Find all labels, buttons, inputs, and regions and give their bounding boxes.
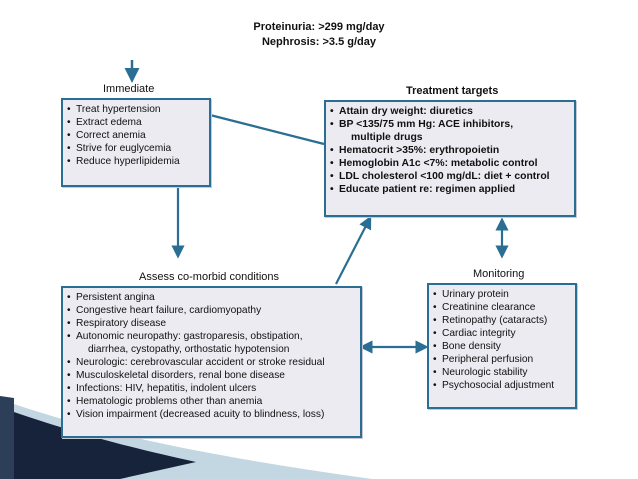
diagram-header: Proteinuria: >299 mg/day Nephrosis: >3.5…: [0, 20, 638, 50]
list-item: •Musculoskeletal disorders, renal bone d…: [67, 370, 285, 381]
header-proteinuria: Proteinuria: >299 mg/day: [253, 21, 385, 33]
list-item: •Cardiac integrity: [433, 328, 516, 339]
list-item-continuation: diarrhea, cystopathy, orthostatic hypote…: [88, 344, 290, 355]
list-item: •Congestive heart failure, cardiomyopath…: [67, 305, 262, 316]
list-item: •Neurologic stability: [433, 367, 528, 378]
monitoring-box: •Urinary protein •Creatinine clearance •…: [427, 283, 577, 409]
list-item: •Bone density: [433, 341, 501, 352]
list-item: •Hematocrit >35%: erythropoietin: [330, 145, 500, 156]
list-item: •Peripheral perfusion: [433, 354, 534, 365]
list-item: •Neurologic: cerebrovascular accident or…: [67, 357, 325, 368]
line-immediate-to-targets: [209, 113, 325, 146]
list-item: •Urinary protein: [433, 289, 509, 300]
arrow-comorbid-to-targets: [335, 215, 372, 285]
monitoring-title: Monitoring: [473, 268, 525, 280]
treatment-targets-box: •Attain dry weight: diuretics •BP <135/7…: [324, 100, 576, 217]
list-item: •LDL cholesterol <100 mg/dL: diet + cont…: [330, 171, 550, 182]
slide-swoosh-decoration: [0, 396, 14, 479]
immediate-title: Immediate: [103, 83, 155, 95]
list-item: •Correct anemia: [67, 130, 146, 141]
list-item: •Extract edema: [67, 117, 142, 128]
list-item: •BP <135/75 mm Hg: ACE inhibitors,multip…: [330, 118, 570, 144]
list-item: •Treat hypertension: [67, 104, 161, 115]
list-item: •Infections: HIV, hepatitis, indolent ul…: [67, 383, 257, 394]
list-item: •Persistent angina: [67, 292, 155, 303]
list-item: •Attain dry weight: diuretics: [330, 106, 473, 117]
list-item: •Hematologic problems other than anemia: [67, 396, 263, 407]
list-item-continuation: multiple drugs: [351, 132, 423, 143]
list-item: •Educate patient re: regimen applied: [330, 184, 516, 195]
list-item: •Retinopathy (cataracts): [433, 315, 548, 326]
targets-title: Treatment targets: [406, 85, 499, 97]
list-item: •Hemoglobin A1c <7%: metabolic control: [330, 158, 538, 169]
list-item: •Vision impairment (decreased acuity to …: [67, 409, 325, 420]
list-item: •Autonomic neuropathy: gastroparesis, ob…: [67, 330, 356, 356]
list-item: •Reduce hyperlipidemia: [67, 156, 180, 167]
header-nephrosis: Nephrosis: >3.5 g/day: [261, 36, 376, 48]
comorbid-title: Assess co-morbid conditions: [139, 271, 280, 283]
list-item: •Psychosocial adjustment: [433, 380, 555, 391]
list-item: •Creatinine clearance: [433, 302, 536, 313]
list-item: •Respiratory disease: [67, 318, 167, 329]
slide-swoosh-decoration-3: [14, 412, 196, 479]
comorbid-box: •Persistent angina •Congestive heart fai…: [61, 286, 362, 438]
list-item: •Strive for euglycemia: [67, 143, 172, 154]
immediate-box: •Treat hypertension •Extract edema •Corr…: [61, 98, 211, 187]
